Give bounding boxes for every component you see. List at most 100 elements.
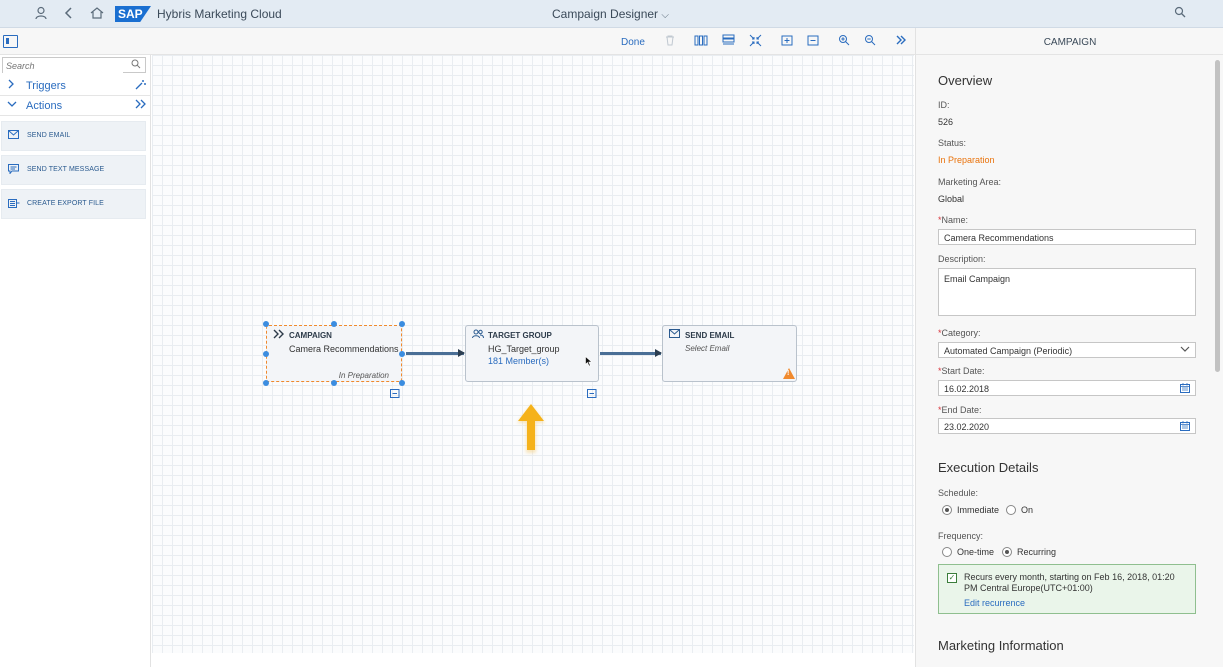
member-count-link[interactable]: 181 Member(s) <box>488 356 550 366</box>
calendar-icon[interactable] <box>1180 421 1190 433</box>
zoom-out-icon[interactable] <box>862 34 878 50</box>
overview-heading: Overview <box>938 73 993 88</box>
connector-arrow <box>600 349 662 357</box>
delete-icon[interactable] <box>662 34 678 50</box>
app-title-menu[interactable]: Campaign Designer ⌵ <box>552 7 669 21</box>
search-input[interactable] <box>3 59 123 73</box>
action-label: SEND EMAIL <box>27 132 71 139</box>
resize-handle[interactable] <box>399 380 405 386</box>
columns-layout-icon[interactable] <box>693 34 709 50</box>
action-send-email[interactable]: SEND EMAIL <box>1 121 146 151</box>
campaign-canvas[interactable]: CAMPAIGN Camera Recommendations In Prepa… <box>152 55 914 653</box>
zoom-in-icon[interactable] <box>836 34 852 50</box>
recurrence-box: ✓ Recurs every month, starting on Feb 16… <box>938 564 1196 614</box>
frequency-recurring-radio[interactable]: Recurring <box>1002 547 1056 557</box>
campaign-icon <box>273 329 285 342</box>
collapse-icon[interactable] <box>747 34 763 50</box>
category-label: *Category: <box>938 328 981 338</box>
frequency-one-time-radio[interactable]: One-time <box>942 547 994 557</box>
name-field[interactable]: Camera Recommendations <box>938 229 1196 245</box>
end-date-value: 23.02.2020 <box>944 422 990 432</box>
node-status: In Preparation <box>338 371 389 380</box>
checkbox-checked-icon[interactable]: ✓ <box>947 573 957 583</box>
annotation-arrow-icon <box>515 403 547 460</box>
search-icon[interactable] <box>1172 6 1188 22</box>
execution-details-heading: Execution Details <box>938 460 1039 475</box>
back-icon[interactable] <box>61 6 77 22</box>
resize-handle[interactable] <box>331 321 337 327</box>
edit-recurrence-link[interactable]: Edit recurrence <box>964 598 1026 608</box>
resize-handle[interactable] <box>263 380 269 386</box>
description-label: Description: <box>938 254 986 264</box>
shell-bar: SAP Hybris Marketing Cloud Campaign Desi… <box>0 0 1223 28</box>
connector-arrow <box>406 349 465 357</box>
add-node-icon[interactable] <box>779 34 795 50</box>
category-select[interactable]: Automated Campaign (Periodic) <box>938 342 1196 358</box>
section-label: Triggers <box>26 80 66 92</box>
action-create-export-file[interactable]: CREATE EXPORT FILE <box>1 189 146 219</box>
start-date-field[interactable]: 16.02.2018 <box>938 380 1196 396</box>
toggle-palette-button[interactable] <box>3 35 18 48</box>
resize-handle[interactable] <box>331 380 337 386</box>
double-chevron-right-icon[interactable] <box>135 99 146 112</box>
export-file-icon <box>8 198 20 211</box>
app-name: Hybris Marketing Cloud <box>157 7 282 21</box>
schedule-label: Schedule: <box>938 488 979 498</box>
marketing-area-value: Global <box>938 194 965 204</box>
home-icon[interactable] <box>89 6 105 22</box>
category-value: Automated Campaign (Periodic) <box>944 346 1073 356</box>
section-label: Actions <box>26 100 63 112</box>
node-name: HG_Target_group <box>488 344 560 354</box>
canvas-toolbar: Done <box>0 28 915 55</box>
resize-handle[interactable] <box>263 321 269 327</box>
panel-header: CAMPAIGN <box>915 28 1223 55</box>
description-field[interactable]: Email Campaign <box>938 268 1196 316</box>
search-icon[interactable] <box>131 59 141 72</box>
status-label: Status: <box>938 138 967 148</box>
end-date-field[interactable]: 23.02.2020 <box>938 418 1196 434</box>
id-label: ID: <box>938 100 950 110</box>
description-value: Email Campaign <box>944 274 1011 284</box>
frequency-label: Frequency: <box>938 531 984 541</box>
remove-node-icon[interactable] <box>805 34 821 50</box>
chevron-down-icon <box>7 99 17 111</box>
sap-logo[interactable]: SAP <box>115 6 151 22</box>
node-campaign[interactable]: CAMPAIGN Camera Recommendations In Prepa… <box>266 325 402 382</box>
name-value: Camera Recommendations <box>944 233 1054 243</box>
calendar-icon[interactable] <box>1180 383 1190 395</box>
message-icon <box>8 164 19 177</box>
warning-icon[interactable] <box>783 368 795 379</box>
resize-handle[interactable] <box>399 321 405 327</box>
chevron-down-icon: ⌵ <box>661 10 669 21</box>
action-send-text-message[interactable]: SEND TEXT MESSAGE <box>1 155 146 185</box>
node-send-email[interactable]: SEND EMAIL Select Email <box>662 325 797 382</box>
marketing-area-label: Marketing Area: <box>938 177 1002 187</box>
schedule-immediate-radio[interactable]: Immediate <box>942 505 999 515</box>
id-value: 526 <box>938 117 954 127</box>
action-label: SEND TEXT MESSAGE <box>27 166 105 173</box>
magic-wand-icon[interactable] <box>135 79 146 93</box>
marketing-information-heading: Marketing Information <box>938 638 1064 653</box>
name-label: *Name: <box>938 215 969 225</box>
app-title: Campaign Designer <box>552 7 659 21</box>
section-actions[interactable]: Actions <box>0 96 150 116</box>
node-type: TARGET GROUP <box>488 331 552 340</box>
done-button[interactable]: Done <box>621 37 645 48</box>
recurrence-text: Recurs every month, starting on Feb 16, … <box>964 572 1175 593</box>
user-icon[interactable] <box>33 6 49 22</box>
resize-handle[interactable] <box>263 351 269 357</box>
panel-scrollbar[interactable] <box>1215 60 1220 372</box>
collapse-node-icon[interactable] <box>587 388 597 400</box>
palette-search[interactable] <box>2 57 146 73</box>
action-label: CREATE EXPORT FILE <box>27 200 104 207</box>
chevron-down-icon <box>1180 345 1190 355</box>
node-target-group[interactable]: TARGET GROUP HG_Target_group 181 Member(… <box>465 325 599 382</box>
email-icon <box>8 130 19 142</box>
resize-handle[interactable] <box>399 351 405 357</box>
rows-layout-icon[interactable] <box>720 34 736 50</box>
collapse-node-icon[interactable] <box>390 388 400 400</box>
expand-panel-icon[interactable] <box>893 34 909 50</box>
schedule-on-radio[interactable]: On <box>1006 505 1033 515</box>
section-triggers[interactable]: Triggers <box>0 76 150 96</box>
start-date-label: *Start Date: <box>938 366 985 376</box>
